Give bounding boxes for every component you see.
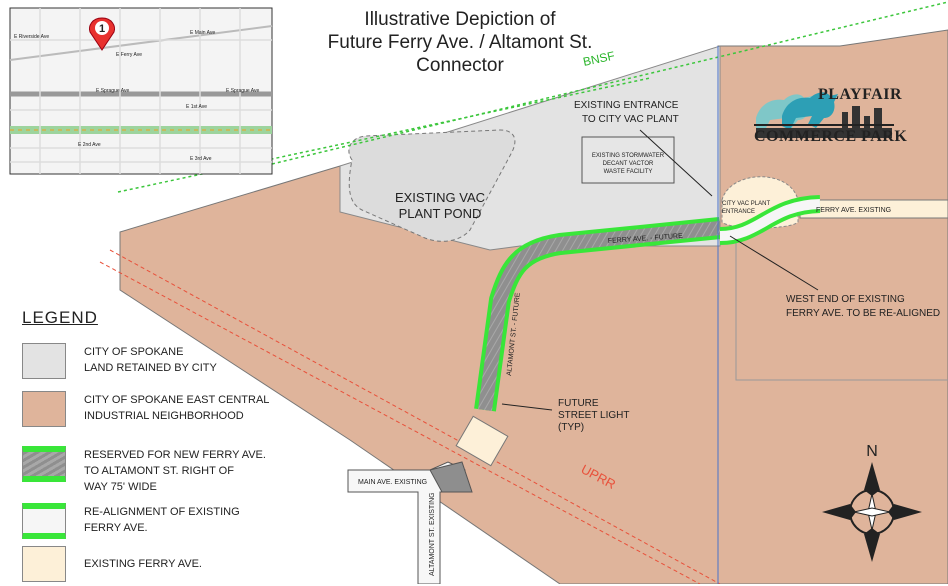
inset-street-2nd: E 2nd Ave — [78, 142, 101, 148]
parcel-boundary-line — [735, 230, 948, 381]
street-light-leader — [501, 403, 553, 411]
existing-entrance-label-1: EXISTING ENTRANCE — [574, 100, 679, 111]
map-title: Illustrative Depiction of Future Ferry A… — [290, 8, 630, 77]
city-vac-entrance-label-1: CITY VAC PLANT — [722, 201, 770, 207]
legend-label-city-land: CITY OF SPOKANE LAND RETAINED BY CITY — [84, 346, 217, 374]
inset-street-sprague-east: E Sprague Ave — [226, 88, 259, 94]
legend-swatch-industrial — [22, 391, 66, 427]
bnsf-label: BNSF — [582, 49, 616, 69]
inset-street-ferry: E Ferry Ave — [116, 52, 142, 58]
legend-item-realignment: RE-ALIGNMENT OF EXISTING FERRY AVE. — [22, 503, 322, 543]
legend-item-new-ferry: RESERVED FOR NEW FERRY AVE. TO ALTAMONT … — [22, 446, 322, 493]
legend-swatch-realignment — [22, 503, 66, 539]
legend-title: LEGEND — [22, 308, 98, 327]
vac-plant-pond — [348, 129, 516, 242]
north-label: N — [866, 443, 878, 460]
stormwater-label-2: DECANT VACTOR — [603, 161, 654, 167]
west-end-leader — [729, 235, 819, 291]
inset-street-sprague-west: E Sprague Ave — [96, 88, 129, 94]
legend-item-industrial: CITY OF SPOKANE EAST CENTRAL INDUSTRIAL … — [22, 391, 322, 431]
uprr-rail-line-1 — [109, 249, 721, 584]
intersection-box — [455, 415, 509, 467]
legend-item-existing-ferry: EXISTING FERRY AVE. — [22, 546, 322, 586]
stormwater-label-1: EXISTING STORMWATER — [592, 153, 665, 159]
legend-item-city-land: CITY OF SPOKANE LAND RETAINED BY CITY — [22, 343, 322, 383]
main-ave-existing-label: MAIN AVE. EXISTING — [358, 479, 427, 486]
new-road-inner — [478, 221, 721, 411]
stormwater-facility — [581, 136, 675, 184]
altamont-intersection — [429, 461, 473, 493]
map-title-line1: Illustrative Depiction of — [364, 9, 556, 30]
logo-bottom-text: COMMERCE PARK — [754, 124, 907, 146]
map-title-line2: Future Ferry Ave. / Altamont St. — [327, 32, 593, 53]
inset-locator-map — [9, 7, 273, 175]
realigned-ferry-inner — [719, 199, 821, 241]
entrance-leader — [639, 129, 713, 197]
logo-top-text: PLAYFAIR — [818, 86, 903, 103]
legend-label-industrial: CITY OF SPOKANE EAST CENTRAL INDUSTRIAL … — [84, 394, 270, 422]
vac-pond-label-2: PLANT POND — [399, 206, 482, 221]
inset-street-1st: E 1st Ave — [186, 104, 207, 110]
legend-label-realignment: RE-ALIGNMENT OF EXISTING FERRY AVE. — [84, 506, 240, 534]
inset-street-riverside: E Riverside Ave — [14, 34, 49, 40]
inset-street-3rd: E 3rd Ave — [190, 156, 212, 162]
inset-street-main: E Main Ave — [190, 30, 215, 36]
stormwater-label-3: WASTE FACILITY — [604, 169, 653, 175]
main-ave-existing — [347, 461, 466, 584]
uprr-rail-line-2 — [99, 261, 701, 584]
street-light-label-3: (TYP) — [558, 422, 584, 433]
legend-swatch-existing-ferry — [22, 546, 66, 582]
map-title-line3: Connector — [416, 55, 504, 76]
city-vac-entrance-label-2: ENTRANCE — [722, 209, 755, 215]
west-end-label-1: WEST END OF EXISTING — [786, 294, 905, 305]
legend-swatch-city-land — [22, 343, 66, 379]
playfair-logo: PLAYFAIR COMMERCE PARK — [748, 84, 907, 148]
street-light-label-2: STREET LIGHT — [558, 410, 630, 421]
legend-label-new-ferry: RESERVED FOR NEW FERRY AVE. TO ALTAMONT … — [84, 449, 266, 493]
inset-marker-number: 1 — [99, 23, 105, 35]
vac-pond-label-1: EXISTING VAC — [395, 190, 485, 205]
ferry-existing-label: FERRY AVE. EXISTING — [816, 207, 891, 214]
altamont-existing-label: ALTAMONT ST. EXISTING — [429, 492, 436, 576]
west-end-label-2: FERRY AVE. TO BE RE-ALIGNED — [786, 308, 940, 319]
north-arrow-icon — [822, 462, 922, 562]
playfair-horse-logo-icon — [756, 92, 892, 138]
bnsf-rail-line — [271, 1, 948, 165]
legend-label-existing-ferry: EXISTING FERRY AVE. — [84, 558, 202, 570]
legend-swatch-new-ferry — [22, 446, 66, 482]
street-light-label-1: FUTURE — [558, 398, 599, 409]
existing-entrance-label-2: TO CITY VAC PLANT — [582, 114, 679, 125]
